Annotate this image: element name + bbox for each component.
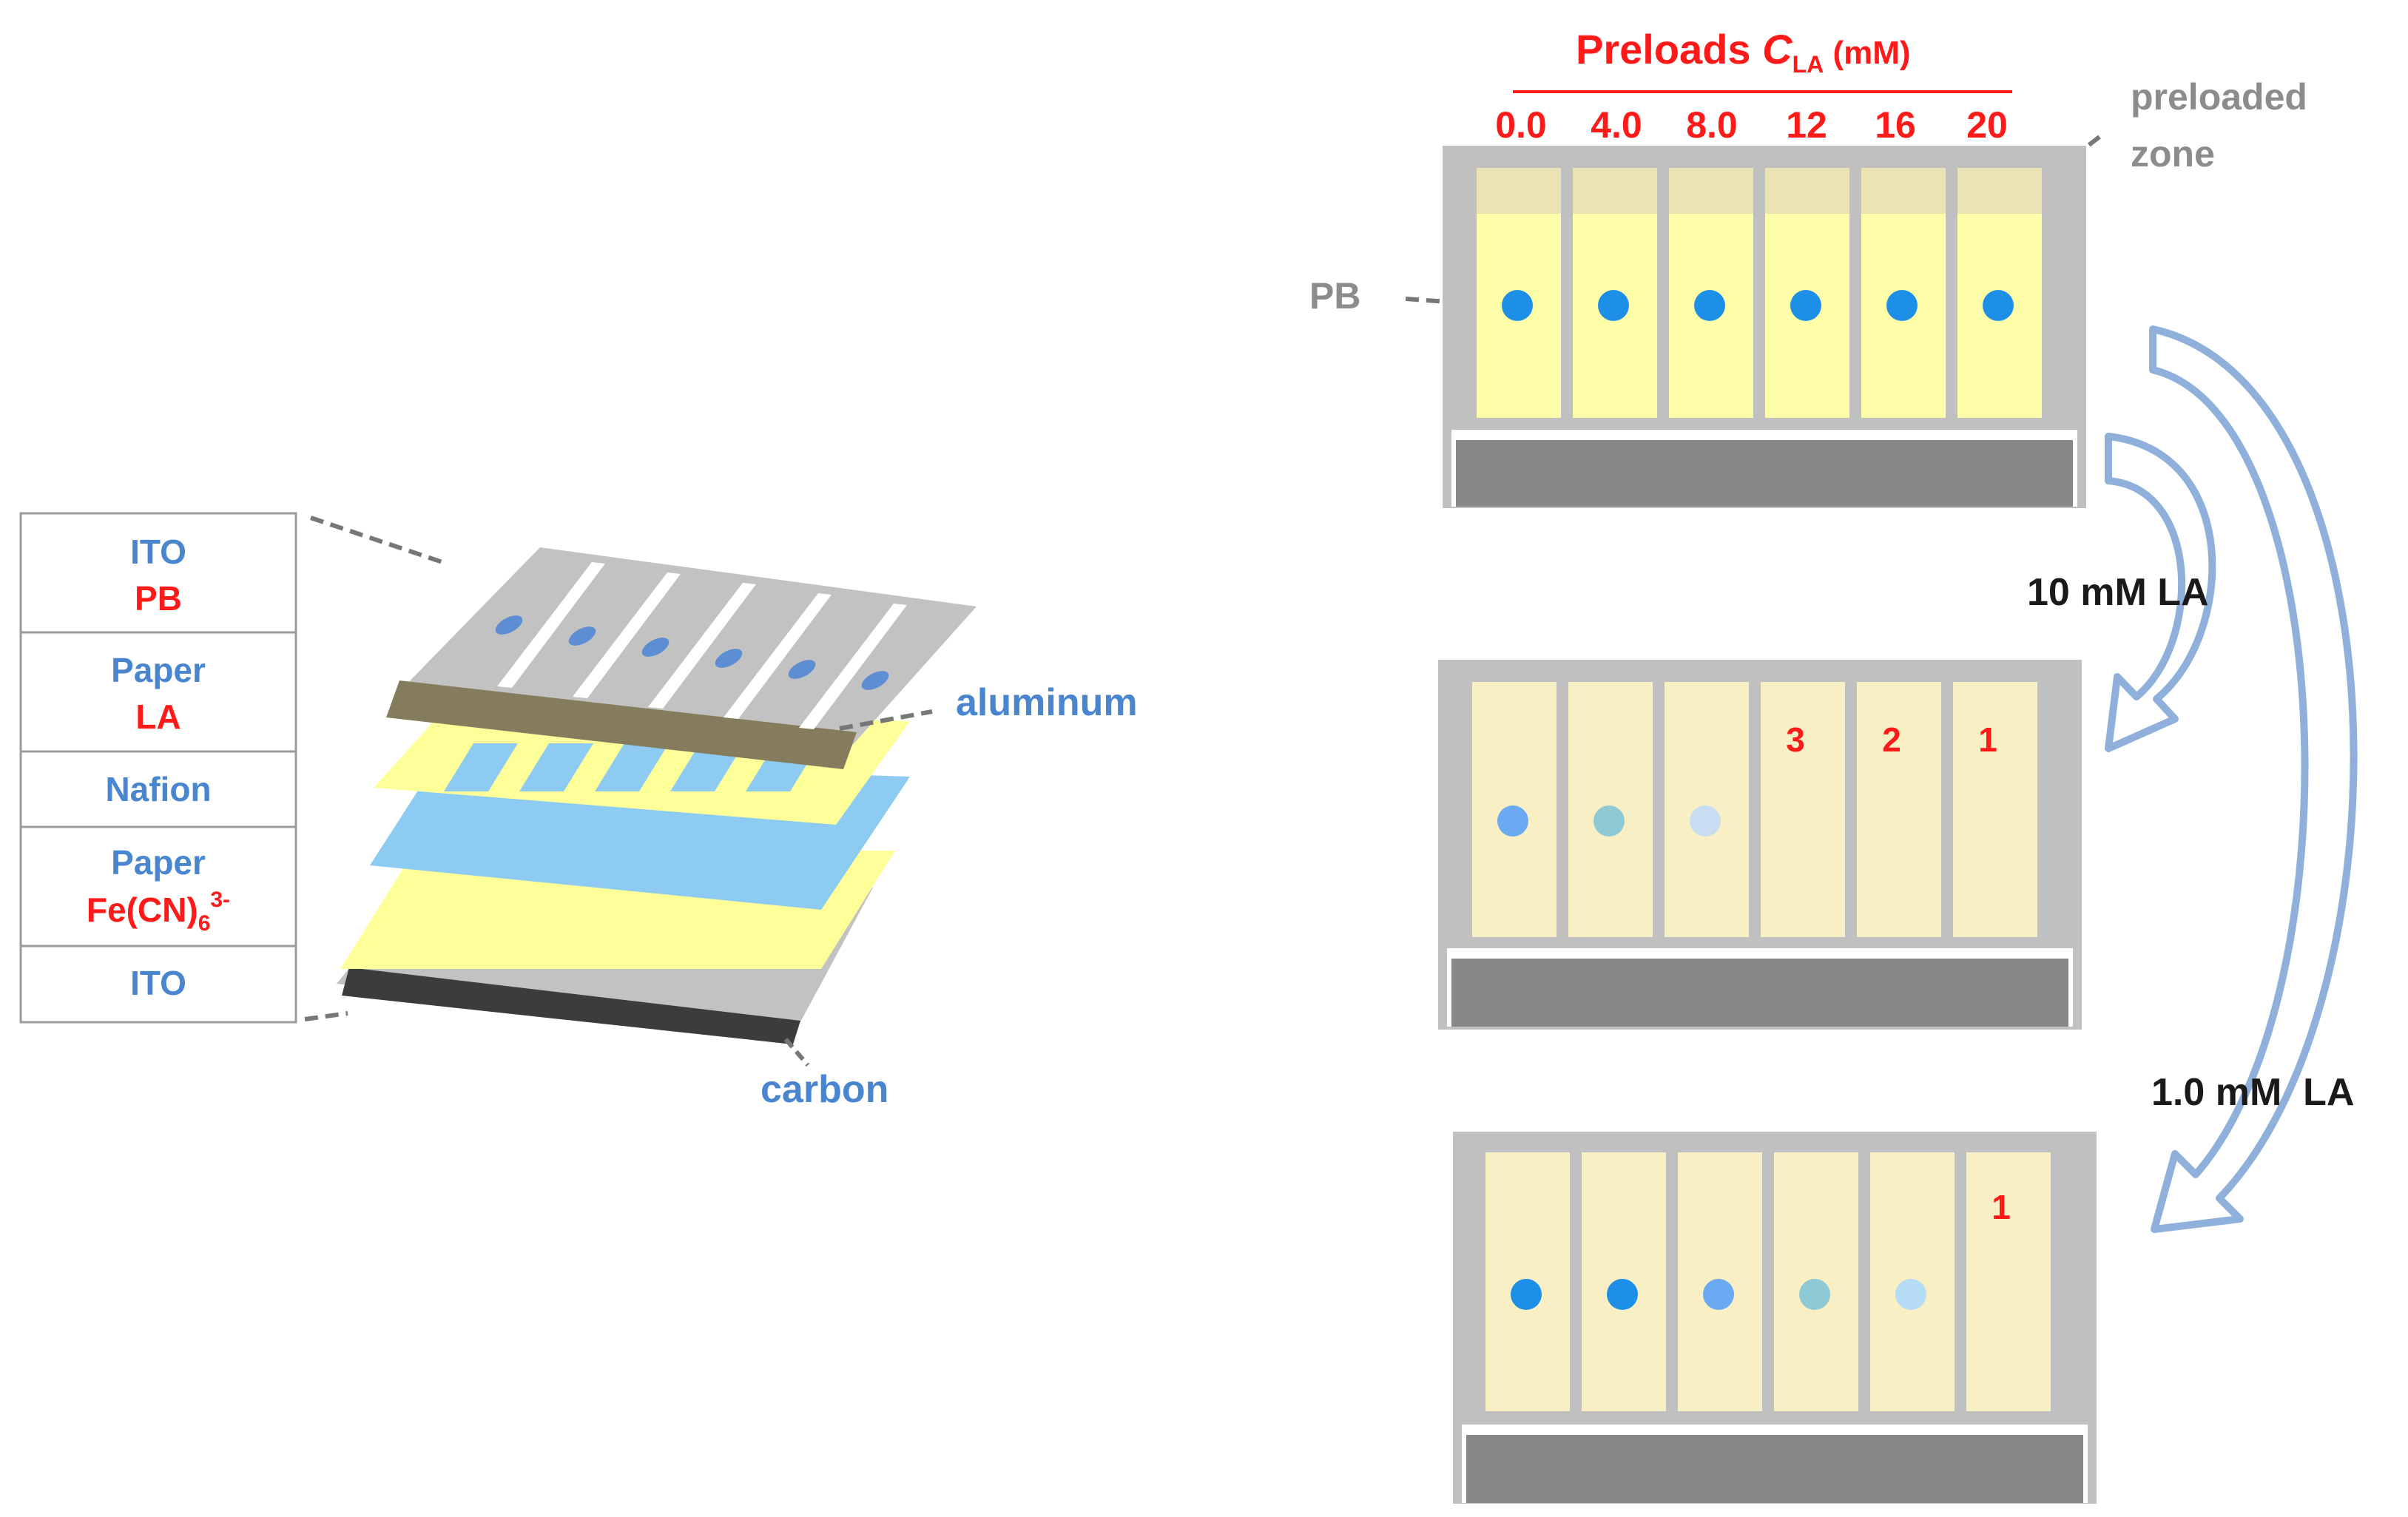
paper-strip [1857, 682, 1941, 937]
curved-arrows [2105, 325, 2358, 1233]
layer-paper-la-label: Paper [111, 651, 206, 689]
concentration-label: 16 [1875, 104, 1916, 146]
pb-spot [568, 626, 596, 646]
pb-dot [1983, 290, 2014, 321]
table-leader-top [310, 516, 443, 564]
arrow-1mm-label: 1.0 mM LA [2151, 1071, 2355, 1114]
preloaded-zone [1573, 168, 1657, 214]
layer-pb-label: PB [135, 579, 182, 618]
preloads-title: Preloads CLA (mM) [1576, 26, 1911, 78]
pb-dot [1690, 805, 1721, 837]
layer-nafion-label: Nafion [105, 770, 211, 808]
pb-spot [715, 649, 743, 668]
arrow-10mm-label: 10 mM LA [2027, 571, 2209, 614]
layer-stack [337, 547, 977, 1044]
ferricyanide-base: Fe(CN) [87, 891, 198, 929]
aluminum-bar [386, 680, 857, 769]
carbon-bar [342, 967, 800, 1044]
pb-dot [1799, 1279, 1830, 1310]
pb-dot [1511, 1279, 1542, 1310]
pb-dot [1694, 290, 1725, 321]
pb-spot [641, 638, 670, 657]
paper-strip [1966, 1152, 2051, 1411]
pb-dot [1593, 805, 1625, 837]
preloaded-zone [1765, 168, 1849, 214]
pb-dot [1502, 290, 1533, 321]
pb-dot [1790, 290, 1821, 321]
pb-spot [861, 671, 889, 690]
preloaded-zone-label-line2: zone [2131, 133, 2215, 175]
layer-la-label: LA [135, 697, 181, 736]
pb-dot [1703, 1279, 1734, 1310]
device-panel-10mm: 3 2 1 [1438, 660, 2082, 1030]
arrow-1mm [2149, 325, 2358, 1233]
pb-dot [1886, 290, 1918, 321]
strip-number-label: 3 [1786, 720, 1805, 759]
preloads-title-unit: (mM) [1824, 35, 1910, 71]
ferricyanide-subscript: 6 [198, 911, 211, 936]
preloaded-zone-label-line1: preloaded [2131, 76, 2307, 118]
layer-ito-bottom-label: ITO [130, 964, 186, 1002]
layer-paper-fe-label: Paper [111, 843, 206, 882]
concentration-label: 12 [1786, 104, 1827, 146]
preloaded-zone [1669, 168, 1753, 214]
pb-dot [1598, 290, 1629, 321]
preloads-title-main: Preloads [1576, 26, 1762, 72]
pb-spot [495, 615, 523, 635]
preloads-header: Preloads CLA (mM) 0.0 4.0 8.0 12 16 20 [1495, 26, 2012, 146]
pb-spot [788, 660, 816, 679]
preloads-title-sub: LA [1792, 51, 1824, 78]
arrow-10mm [2105, 433, 2216, 752]
device-panel-1mm: 1 [1453, 1132, 2097, 1504]
electrode-bar [1466, 1435, 2083, 1503]
concentration-labels: 0.0 4.0 8.0 12 16 20 [1495, 104, 2008, 146]
strip-number-label: 1 [1978, 720, 1997, 759]
preloaded-zone [1477, 168, 1561, 214]
ferricyanide-superscript: 3- [210, 888, 230, 912]
device-panel-preloaded [1443, 146, 2086, 508]
preloads-title-var: C [1762, 26, 1793, 72]
electrode-bar [1451, 959, 2068, 1027]
electrode-bar [1456, 440, 2073, 507]
carbon-label: carbon [760, 1068, 888, 1111]
aluminum-label: aluminum [956, 681, 1138, 724]
layer-ferricyanide-label: Fe(CN)63- [87, 888, 230, 936]
paper-strip [1953, 682, 2037, 937]
concentration-label: 4.0 [1591, 104, 1642, 146]
paper-strip [1761, 682, 1845, 937]
pb-dot [1895, 1279, 1926, 1310]
pb-callout-label: PB [1309, 275, 1360, 317]
layer-table: ITO PB Paper LA Nafion Paper Fe(CN)63- I… [19, 512, 297, 1024]
strip-number-label: 2 [1882, 720, 1901, 759]
concentration-label: 20 [1966, 104, 2008, 146]
top-ito-layer [386, 547, 977, 769]
concentration-label: 8.0 [1686, 104, 1738, 146]
concentration-label: 0.0 [1495, 104, 1547, 146]
preloaded-zone [1861, 168, 1946, 214]
carbon-leader [783, 1038, 810, 1067]
pb-dot [1607, 1279, 1638, 1310]
aluminum-leader [839, 709, 933, 731]
preloaded-zone [1957, 168, 2042, 214]
table-leader-bottom [304, 1011, 348, 1021]
layer-ito-top-label: ITO [130, 533, 186, 571]
pb-dot [1497, 805, 1528, 837]
strip-number-label: 1 [1992, 1188, 2011, 1226]
